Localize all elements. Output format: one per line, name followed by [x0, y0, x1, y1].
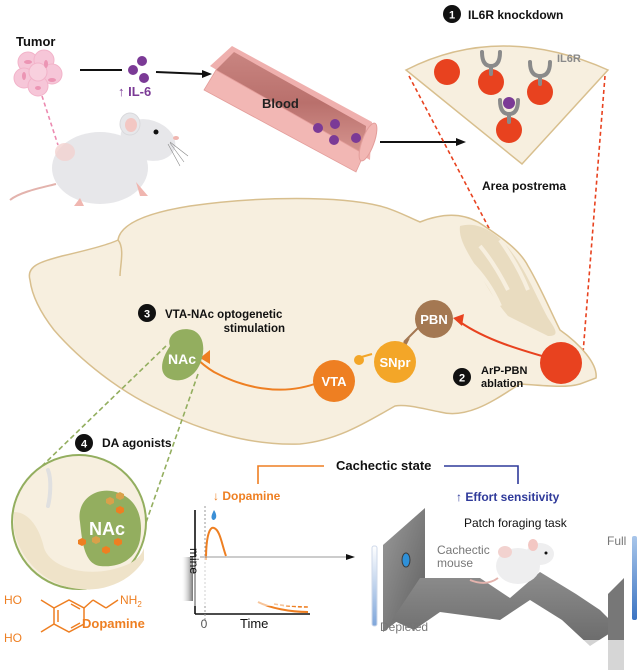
il6-label: ↑ IL-6 — [118, 84, 151, 99]
pbn-label: PBN — [420, 312, 447, 327]
il6-molecules-icon — [128, 56, 149, 83]
depleted-label: Depleted — [380, 620, 428, 634]
nac-inset-circle — [11, 454, 147, 590]
arrow-il6-to-blood — [155, 71, 205, 75]
nac-label: NAc — [168, 351, 196, 367]
depleted-gauge — [371, 545, 378, 627]
snpr-label: SNpr — [379, 355, 410, 370]
plot-fade-bar — [182, 557, 193, 601]
snpr-node — [374, 341, 416, 383]
cachectic-state-label: Cachectic state — [336, 458, 431, 473]
reward-port-icon — [401, 552, 411, 568]
step-2-line2: ablation — [481, 378, 523, 390]
nac-zoom-line-right — [141, 373, 199, 535]
pathway-terminal-icon — [200, 350, 210, 364]
tumor-connector-line — [41, 95, 59, 146]
step-2-line1: ArP-PBN — [481, 365, 528, 377]
step-3-number: 3 — [144, 309, 150, 321]
dopamine-molecule-icon — [40, 599, 119, 633]
step-1-badge — [443, 5, 461, 23]
trace-peak — [205, 526, 227, 561]
pathway-terminal-icon — [354, 355, 364, 365]
dopamine-down-label: ↓ Dopamine — [213, 489, 281, 503]
arrow-head-icon — [346, 554, 355, 560]
arena-fade — [560, 640, 640, 670]
vta-node — [313, 360, 355, 402]
bound-il6-icon — [503, 97, 515, 109]
tumor-label: Tumor — [16, 34, 55, 49]
step-1-number: 1 — [449, 10, 455, 22]
area-postrema-node — [540, 342, 582, 384]
step-1-title: IL6R knockdown — [468, 8, 563, 22]
full-label: Full — [607, 534, 626, 548]
il6r-label: IL6R — [557, 53, 581, 65]
full-gauge — [632, 536, 637, 620]
brain-sulcus — [117, 239, 123, 277]
step-3-badge — [138, 304, 156, 322]
nac-region — [162, 329, 204, 381]
vta-label: VTA — [321, 374, 347, 389]
molecule-name: Dopamine — [82, 616, 145, 631]
il6r-receptor-icon — [480, 50, 552, 124]
drop-icon — [211, 510, 217, 520]
plot-ylabel: mine — [187, 548, 201, 574]
effort-up-label: ↑ Effort sensitivity — [456, 490, 560, 504]
pathway-pbn-to-snpr — [403, 327, 419, 343]
arrow-head-icon — [456, 138, 466, 146]
molecule-nh2: NH2 — [120, 593, 142, 609]
zoom-line-right — [581, 75, 606, 367]
step-3-line2: stimulation — [224, 323, 285, 335]
area-postrema-cells — [434, 59, 553, 143]
cachectic-mouse-label-line1: Cachectic — [437, 543, 490, 557]
bracket-effort — [444, 465, 519, 484]
step-2-badge — [453, 368, 471, 386]
cachectic-mouse-label-line2: mouse — [437, 556, 473, 570]
area-postrema-label: Area postrema — [482, 179, 566, 193]
pathway-terminal-icon — [453, 314, 464, 326]
blood-label: Blood — [262, 96, 299, 111]
patch-foraging-arena — [371, 508, 640, 670]
cachectic-mouse-illustration — [469, 539, 554, 584]
step-4-number: 4 — [81, 439, 88, 451]
mouse-illustration — [9, 112, 189, 206]
patch-task-label: Patch foraging task — [464, 516, 568, 530]
step-4-badge — [75, 434, 93, 452]
plot-xlabel: Time — [240, 616, 268, 631]
molecule-ho-bottom: HO — [4, 631, 22, 645]
dopamine-trace-plot — [182, 506, 382, 620]
pbn-node — [415, 300, 453, 338]
step-4-title: DA agonists — [102, 436, 172, 450]
zoom-line-left — [408, 75, 553, 349]
plot-x0-tick: 0 — [201, 617, 208, 631]
foraging-track — [392, 572, 618, 646]
nac-zoom-line-left — [41, 345, 167, 467]
inset-nac-label: NAc — [89, 519, 125, 539]
brain-outline — [28, 197, 597, 445]
blood-vessel-illustration — [203, 46, 378, 173]
plot-fade-overlay — [182, 556, 382, 606]
dopamine-particles-icon — [78, 492, 124, 554]
molecule-ho-top: HO — [4, 593, 22, 607]
arrow-head-icon — [202, 70, 212, 78]
step-3-line1: VTA-NAc optogenetic — [165, 309, 283, 321]
step-2-number: 2 — [459, 373, 465, 385]
tumor-icon — [13, 49, 63, 97]
cerebellum — [459, 224, 556, 336]
bracket-dopamine — [257, 465, 324, 484]
